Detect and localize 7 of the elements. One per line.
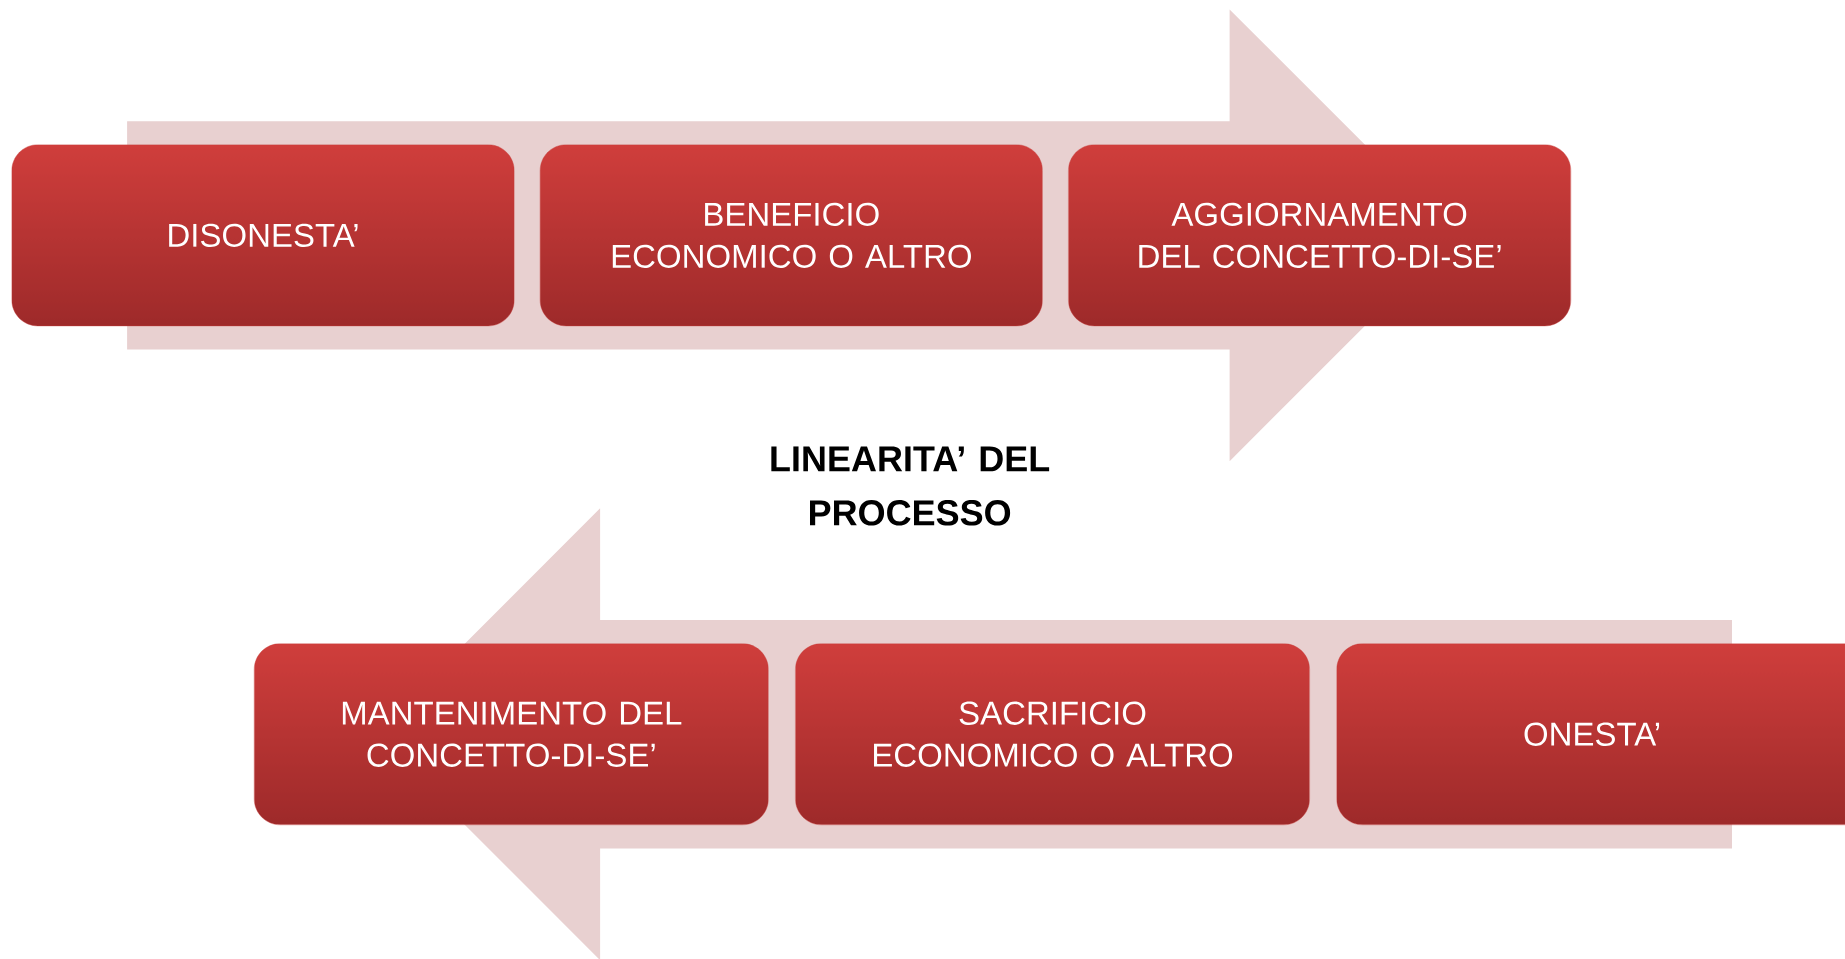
process-box: ONESTA’ bbox=[1336, 643, 1845, 825]
process-box: DISONESTA’ bbox=[11, 144, 515, 327]
process-box: AGGIORNAMENTO DEL CONCETTO-DI-SE’ bbox=[1068, 144, 1571, 327]
process-box: MANTENIMENTO DEL CONCETTO-DI-SE’ bbox=[254, 643, 769, 825]
title: LINEARITA’ DEL PROCESSO bbox=[771, 446, 1050, 526]
process-box: BENEFICIO ECONOMICO O ALTRO bbox=[539, 144, 1043, 327]
process-box: SACRIFICIO ECONOMICO O ALTRO bbox=[795, 643, 1310, 825]
